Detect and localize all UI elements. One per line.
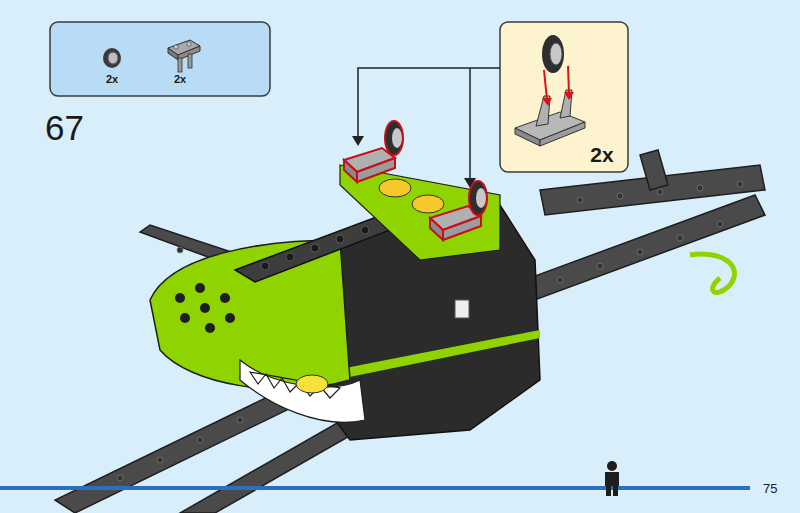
nose-studs	[175, 283, 235, 333]
wheel-part	[103, 48, 121, 68]
new-wheel-stand	[344, 121, 403, 182]
sub-assembly-callout: 2x	[500, 22, 628, 172]
quantity-label: 2x	[106, 74, 118, 85]
rotor-blades	[55, 150, 765, 513]
callout-assembly	[515, 35, 585, 146]
snake-emblem	[690, 254, 734, 293]
step-number: 67	[45, 110, 84, 145]
footer-bar	[0, 486, 750, 490]
yellow-tile	[379, 179, 411, 197]
page-number: 75	[763, 482, 777, 495]
yellow-tile	[412, 195, 444, 213]
arrowhead	[352, 136, 364, 146]
blade-studs	[117, 181, 743, 481]
minifigure	[605, 461, 619, 496]
callout-panel	[500, 22, 628, 172]
quantity-label: 2x	[590, 144, 613, 165]
plate-part	[168, 40, 200, 72]
window	[455, 300, 469, 318]
parts-list-box: 2x 2x	[50, 22, 270, 96]
new-wheel-stand	[430, 181, 487, 240]
teeth	[250, 372, 340, 398]
jaw	[240, 360, 365, 422]
parts-panel	[50, 22, 270, 96]
quantity-label: 2x	[174, 74, 186, 85]
light	[296, 375, 328, 393]
side-stripe	[325, 330, 540, 382]
